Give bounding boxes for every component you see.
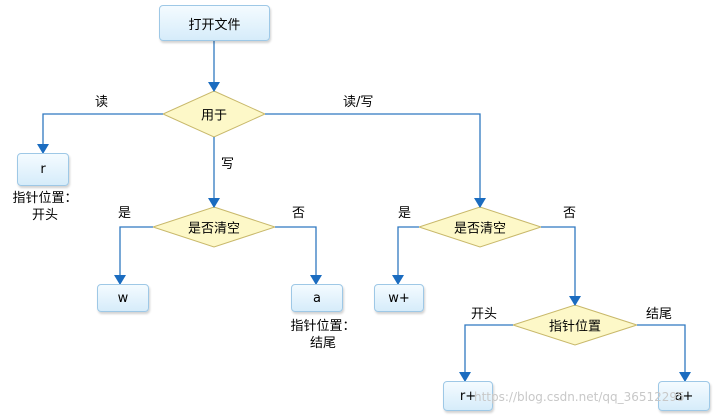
edge-pointer-start [459, 324, 513, 382]
note-a-pointer: 指针位置： 结尾 [278, 318, 368, 352]
edge-pointer-end [637, 324, 691, 382]
decision-clear-2-label: 是否清空 [453, 221, 507, 237]
edge-clear1-no [275, 226, 322, 285]
decision-purpose-label: 用于 [200, 108, 228, 124]
node-r-plus: r+ [443, 381, 493, 411]
edge-label-write: 写 [221, 157, 235, 172]
note-a-line2: 结尾 [309, 336, 336, 351]
node-open-file: 打开文件 [159, 5, 270, 41]
decision-diamond-clear-2 [417, 206, 543, 248]
decision-clear-1-label: 是否清空 [187, 221, 241, 237]
decision-pointer-label: 指针位置 [548, 319, 602, 335]
edge-label-yes-2: 是 [398, 206, 412, 221]
node-r: r [17, 153, 69, 186]
node-a: a [291, 284, 343, 312]
edge-clear2-no [541, 226, 581, 306]
edge-label-no-2: 否 [563, 206, 577, 221]
edge-label-read-write: 读/写 [343, 95, 374, 110]
note-r-line2: 开头 [31, 208, 58, 223]
edge-label-start: 开头 [471, 307, 498, 322]
edge-label-end: 结尾 [646, 307, 673, 322]
edge-clear1-yes [114, 226, 153, 285]
decision-diamond-clear-1 [151, 206, 277, 248]
note-r-line1: 指针位置： [12, 191, 78, 206]
edge-purpose-read [37, 113, 163, 154]
note-r-pointer: 指针位置： 开头 [0, 190, 90, 224]
note-a-line1: 指针位置： [290, 319, 356, 334]
edge-label-read: 读 [95, 95, 109, 110]
node-w: w [97, 284, 149, 312]
edge-purpose-readwrite [265, 113, 486, 208]
edge-clear2-yes [392, 226, 419, 285]
edge-label-no-1: 否 [292, 206, 306, 221]
node-a-plus: a+ [658, 381, 710, 411]
edge-label-yes-1: 是 [118, 206, 132, 221]
node-w-plus: w+ [374, 284, 424, 312]
decision-diamond-pointer [511, 304, 639, 346]
watermark: https://blog.csdn.net/qq_36512295 [474, 390, 685, 404]
